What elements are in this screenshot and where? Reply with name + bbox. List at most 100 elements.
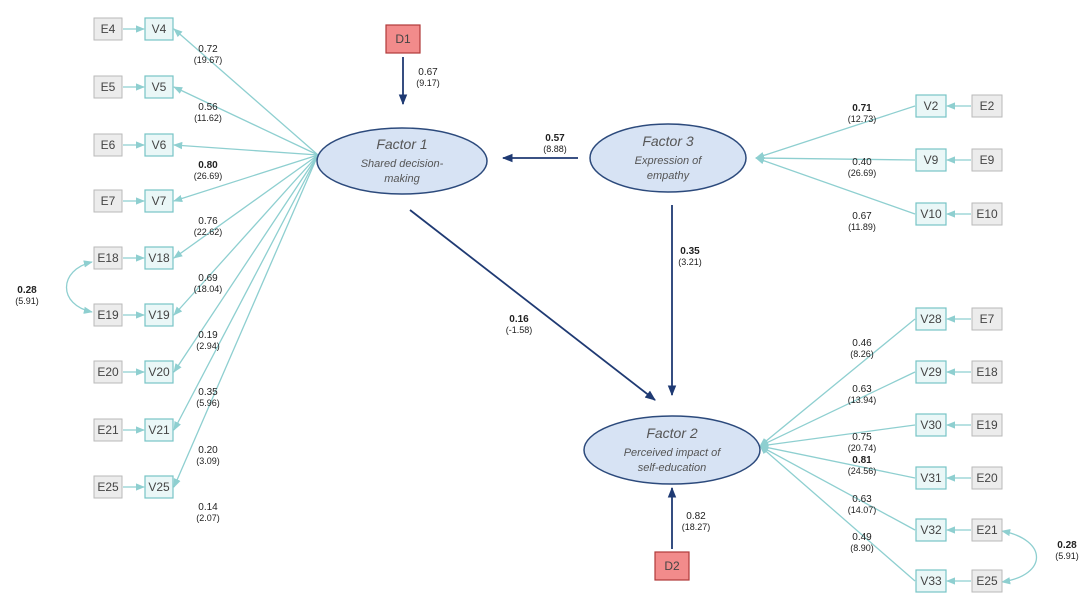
indicator-box-v10: V10 [915, 202, 947, 226]
indicator-box-v20: V20 [144, 360, 174, 384]
indicator-box-v7: V7 [144, 189, 174, 213]
loading-v2-tvalue: (12.73) [848, 114, 877, 124]
error-box-e25-right-bottom-label: E25 [976, 574, 998, 588]
indicator-box-v30-label: V30 [920, 418, 942, 432]
loading-v28-tvalue: (8.26) [850, 349, 874, 359]
loading-factor1-v19 [173, 154, 319, 316]
loading-v21-tvalue: (3.09) [196, 456, 220, 466]
indicator-box-v19-label: V19 [148, 308, 170, 322]
loading-v19-tvalue: (2.94) [196, 341, 220, 351]
indicator-box-v32-label: V32 [920, 523, 942, 537]
indicator-box-v10-label: V10 [920, 207, 942, 221]
indicator-box-v21-label: V21 [148, 423, 170, 437]
error-box-e19-left-label: E19 [97, 308, 119, 322]
indicator-box-v2-label: V2 [924, 99, 939, 113]
disturbance-box-d2: D2 [654, 551, 690, 581]
error-box-e21-left: E21 [93, 418, 123, 442]
disturbance-d2-coef: 0.82 [686, 511, 706, 522]
error-box-e9-right-top-label: E9 [980, 153, 995, 167]
loading-v6-tvalue: (26.69) [194, 171, 223, 181]
disturbance-d2-tvalue: (18.27) [682, 522, 711, 532]
loading-v32-coef: 0.63 [852, 494, 872, 505]
loading-factor1-v5 [173, 86, 319, 156]
factor3-subtitle-line2: empathy [647, 170, 691, 182]
loading-factor2-v29 [759, 371, 916, 447]
error-box-e18-right-bottom-label: E18 [976, 365, 998, 379]
error-box-e5-left: E5 [93, 75, 123, 99]
indicator-box-v25: V25 [144, 475, 174, 499]
loading-v33-coef: 0.49 [852, 532, 872, 543]
error-box-e7-left-label: E7 [101, 194, 116, 208]
indicator-box-v9-label: V9 [924, 153, 939, 167]
loading-factor1-v6 [173, 141, 319, 156]
error-box-e2-right-top: E2 [971, 94, 1003, 118]
error-box-e21-right-bottom-label: E21 [976, 523, 998, 537]
loading-factor1-v21 [173, 154, 319, 431]
error-box-e19-right-bottom-label: E19 [976, 418, 998, 432]
covariance-left-coef: 0.28 [17, 285, 37, 296]
loading-v29-tvalue: (13.94) [848, 395, 877, 405]
error-box-e6-left-label: E6 [101, 138, 116, 152]
indicator-box-v18-label: V18 [148, 251, 170, 265]
indicator-box-v2: V2 [915, 94, 947, 118]
error-box-e19-right-bottom: E19 [971, 413, 1003, 437]
error-box-e6-left: E6 [93, 133, 123, 157]
error-box-e7-left: E7 [93, 189, 123, 213]
loading-v7-tvalue: (22.62) [194, 227, 223, 237]
error-box-e20-right-bottom: E20 [971, 466, 1003, 490]
disturbance-d1-coef: 0.67 [418, 67, 438, 78]
factor1-subtitle-line1: Shared decision- [361, 158, 444, 170]
factor3-subtitle-line1: Expression of [635, 155, 703, 167]
loading-v21-coef: 0.20 [198, 445, 218, 456]
indicator-box-v29: V29 [915, 360, 947, 384]
error-box-e4-left: E4 [93, 17, 123, 41]
indicator-box-v6: V6 [144, 133, 174, 157]
error-box-e20-left-label: E20 [97, 365, 119, 379]
loading-v10-tvalue: (11.89) [848, 222, 876, 232]
loading-v7-coef: 0.76 [198, 216, 218, 227]
indicator-box-v30: V30 [915, 413, 947, 437]
path-f1-f2-tvalue: (-1.58) [506, 325, 533, 335]
error-box-e7-right-bottom-label: E7 [980, 312, 995, 326]
covariance-right-tvalue: (5.91) [1055, 551, 1079, 561]
indicator-box-v19: V19 [144, 303, 174, 327]
error-box-e18-left-label: E18 [97, 251, 119, 265]
loading-factor2-v33 [759, 445, 916, 582]
loading-v19-coef: 0.19 [198, 330, 218, 341]
error-box-e21-left-label: E21 [97, 423, 119, 437]
covariance-right-coef: 0.28 [1057, 540, 1077, 551]
loading-v33-tvalue: (8.90) [850, 543, 874, 553]
covariance-e21-e25-curve [1001, 529, 1038, 585]
path-f3-f2-tvalue: (3.21) [678, 257, 702, 267]
loading-v20-tvalue: (5.96) [196, 398, 220, 408]
indicator-box-v5-label: V5 [152, 80, 167, 94]
loading-v9-tvalue: (26.69) [848, 168, 877, 178]
loading-factor2-v32 [759, 445, 916, 531]
indicator-box-v25-label: V25 [148, 480, 170, 494]
disturbance-box-d1-label: D1 [395, 32, 411, 46]
error-box-e25-left: E25 [93, 475, 123, 499]
loading-factor1-v18 [173, 154, 319, 259]
error-box-e2-right-top-label: E2 [980, 99, 995, 113]
loading-v18-tvalue: (18.04) [194, 284, 223, 294]
path-f1-f2-coef: 0.16 [509, 314, 529, 325]
error-box-e20-right-bottom-label: E20 [976, 471, 998, 485]
covariance-e18-e19-curve [66, 260, 93, 314]
indicator-box-v4-label: V4 [152, 22, 167, 36]
indicator-box-v5: V5 [144, 75, 174, 99]
error-box-e7-right-bottom: E7 [971, 307, 1003, 331]
indicator-box-v21: V21 [144, 418, 174, 442]
loading-v4-tvalue: (19.67) [194, 55, 223, 65]
loading-v6-coef: 0.80 [198, 160, 218, 171]
path-f3-f1-coef: 0.57 [545, 133, 565, 144]
error-box-e21-right-bottom: E21 [971, 518, 1003, 542]
path-f3-f1-tvalue: (8.88) [543, 144, 567, 154]
loading-factor3-v2 [755, 105, 916, 159]
loading-factor3-v9 [755, 154, 916, 162]
loading-v31-coef: 0.81 [852, 455, 872, 466]
error-box-e20-left: E20 [93, 360, 123, 384]
error-box-e18-left: E18 [93, 246, 123, 270]
